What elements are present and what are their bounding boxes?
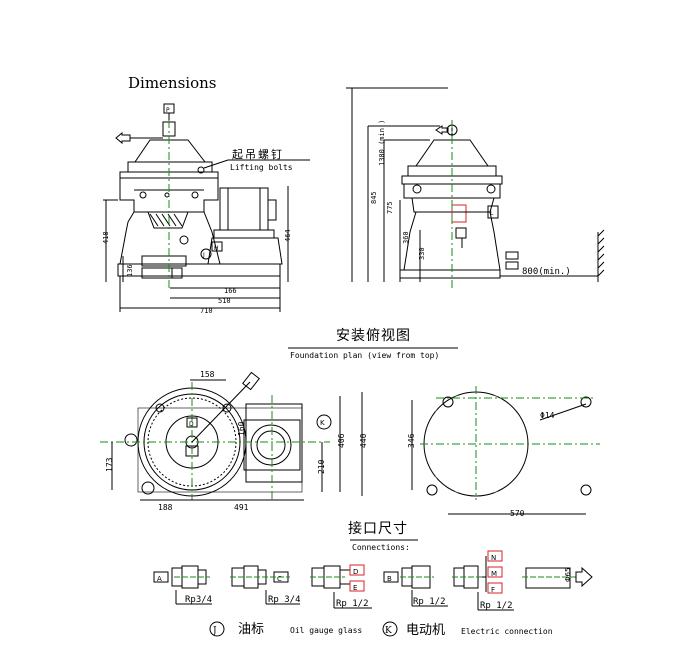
lifting-label-cn: 起吊螺钉	[232, 148, 284, 161]
connections-title-en: Connections:	[352, 543, 410, 552]
dim-1300: 1300 (min.)	[378, 120, 386, 166]
conn-letter-e: E	[353, 584, 357, 592]
dim-346: 346	[407, 433, 416, 448]
dim-845: 845	[370, 191, 378, 204]
legend-oil-cn: 油标	[238, 622, 264, 637]
legend-oil-en: Oil gauge glass	[290, 626, 362, 635]
dim-440: 440	[359, 433, 368, 448]
marker-l: L	[490, 210, 494, 217]
conn-size-f: Rp 1/2	[480, 601, 513, 611]
conn-letter-a: A	[157, 575, 162, 583]
lifting-label-en: Lifting bolts	[230, 163, 293, 172]
foundation-title-cn: 安装俯视图	[336, 328, 411, 344]
conn-size-c: Rp 3/4	[268, 595, 301, 605]
legend-marker-k: K	[385, 626, 392, 636]
connection-g: Φ65	[522, 566, 593, 589]
dim-570: 570	[510, 509, 525, 518]
conn-letter-c: C	[277, 575, 282, 583]
dim-330: 330	[418, 247, 426, 260]
conn-size-e: Rp 1/2	[336, 599, 369, 609]
marker-k-plan: K	[320, 419, 325, 427]
dim-406: 406	[337, 433, 346, 448]
dim-166: 166	[224, 287, 237, 295]
conn-letter-f: F	[491, 586, 495, 594]
side-view: P	[102, 103, 310, 315]
dim-188: 188	[158, 503, 173, 512]
connection-c: C Rp 3/4	[230, 565, 301, 605]
dim-710: 710	[200, 307, 213, 315]
dim-360: 360	[402, 231, 410, 244]
conn-letter-d: D	[353, 568, 358, 576]
conn-letter-m: M	[491, 570, 497, 578]
connections-title-cn: 接口尺寸	[348, 520, 408, 537]
dim-800: 800(min.)	[522, 267, 571, 277]
marker-h: H	[214, 245, 219, 252]
dim-210: 210	[317, 459, 326, 474]
front-view: 1300 (min.) 845 775 360 330 L	[346, 87, 605, 290]
dim-158: 158	[200, 370, 215, 379]
marker-j-side: J	[202, 252, 205, 259]
legend-motor-cn: 电动机	[406, 623, 445, 638]
dim-510: 510	[218, 297, 231, 305]
top-view-right: 346 570 Φ14	[407, 386, 600, 518]
title: Dimensions	[128, 74, 216, 92]
marker-p-top: P	[166, 107, 170, 114]
top-view-left: D K 158 160 173 188 491 210 406 440	[100, 370, 368, 512]
marker-d-top: D	[189, 421, 194, 428]
connection-de: D E Rp 1/2	[310, 564, 372, 609]
conn-letter-g: Φ65	[564, 568, 572, 582]
outlet-arrow	[115, 131, 131, 145]
conn-letter-b: B	[387, 575, 392, 583]
dim-173: 173	[105, 457, 114, 472]
connection-b: B Rp 1/2	[383, 565, 448, 607]
connection-a: A Rp3/4	[153, 565, 212, 605]
dim-418: 418	[102, 231, 110, 244]
legend: J 油标 Oil gauge glass K 电动机 Electric conn…	[209, 621, 553, 638]
conn-size-a: Rp3/4	[185, 595, 212, 605]
dim-775: 775	[386, 201, 394, 214]
legend-motor-en: Electric connection	[461, 627, 553, 636]
dim-phi14: Φ14	[540, 411, 555, 420]
dim-464: 464	[284, 229, 292, 242]
dim-491: 491	[234, 503, 249, 512]
legend-marker-j: J	[212, 626, 217, 636]
connection-nmf: N M F Rp 1/2	[452, 550, 514, 611]
conn-letter-n: N	[491, 554, 496, 562]
conn-size-b: Rp 1/2	[413, 597, 446, 607]
dim-136: 136	[126, 264, 134, 277]
foundation-title-en: Foundation plan (view from top)	[290, 351, 439, 360]
dim-160: 160	[237, 421, 246, 436]
